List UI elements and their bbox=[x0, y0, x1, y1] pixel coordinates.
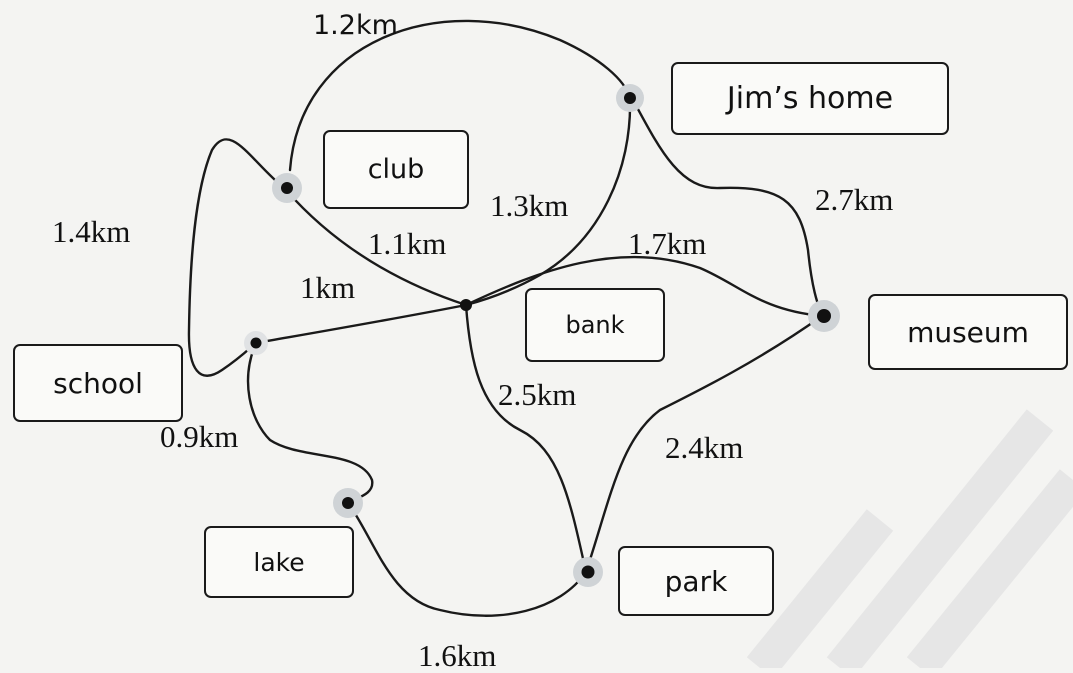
distance-label: 0.9km bbox=[160, 419, 239, 454]
place-jims-home-label: Jim’s home bbox=[726, 81, 894, 116]
marker-jims-home bbox=[616, 84, 644, 112]
distance-label: 2.5km bbox=[498, 377, 577, 412]
route-home-museum bbox=[630, 96, 824, 318]
watermark bbox=[746, 409, 1073, 668]
route-home-center bbox=[464, 96, 632, 307]
route-club-school bbox=[187, 138, 286, 377]
distance-label: 1km bbox=[300, 270, 356, 305]
route-club-center bbox=[284, 188, 468, 307]
route-school-lake bbox=[246, 341, 374, 505]
place-bank-label: bank bbox=[565, 311, 625, 339]
place-park: park bbox=[618, 546, 774, 616]
distance-label: 1.1km bbox=[368, 226, 447, 261]
distance-label: 2.7km bbox=[815, 182, 894, 217]
marker-museum bbox=[808, 300, 840, 332]
place-park-label: park bbox=[664, 564, 728, 598]
place-school: school bbox=[13, 344, 183, 422]
place-lake: lake bbox=[204, 526, 354, 598]
marker-lake bbox=[333, 488, 363, 518]
place-lake-label: lake bbox=[253, 547, 305, 577]
distance-label: 1.3km bbox=[490, 188, 569, 223]
distance-label: 1.2km bbox=[313, 10, 398, 41]
place-jims-home: Jim’s home bbox=[671, 62, 949, 135]
marker-center-junction bbox=[460, 299, 472, 311]
place-museum-label: museum bbox=[907, 315, 1029, 349]
distance-label: 1.6km bbox=[418, 638, 497, 673]
marker-club bbox=[272, 173, 302, 203]
place-school-label: school bbox=[53, 366, 143, 400]
place-club-label: club bbox=[367, 154, 425, 185]
distance-label: 1.4km bbox=[52, 214, 131, 249]
marker-park bbox=[573, 557, 603, 587]
distance-label: 2.4km bbox=[665, 430, 744, 465]
markers bbox=[244, 84, 840, 587]
marker-school bbox=[244, 331, 268, 355]
place-bank: bank bbox=[525, 288, 665, 362]
place-club: club bbox=[323, 130, 469, 209]
place-museum: museum bbox=[868, 294, 1068, 370]
route-center-park bbox=[464, 303, 588, 574]
distance-label: 1.7km bbox=[628, 226, 707, 261]
route-lake-park bbox=[346, 501, 588, 617]
route-museum-park bbox=[584, 314, 824, 574]
route-club-home bbox=[288, 19, 632, 172]
route-center-museum bbox=[464, 255, 824, 318]
route-school-center bbox=[254, 303, 468, 345]
